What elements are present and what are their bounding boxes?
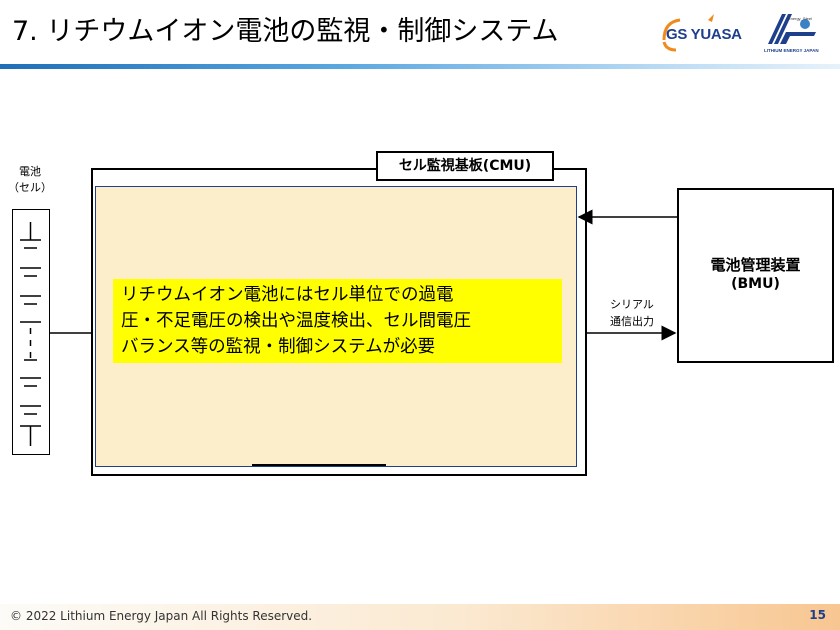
serial-output-label: シリアル 通信出力 [593, 296, 671, 330]
cmu-label: セル監視基板(CMU) [376, 151, 554, 181]
bmu-box: 電池管理装置 (BMU) [677, 188, 834, 363]
serial-label-line2: 通信出力 [610, 315, 654, 328]
battery-label-line1: 電池 [19, 165, 41, 178]
callout-box: リチウムイオン電池にはセル単位での過電 圧・不足電圧の検出や温度検出、セル間電圧… [113, 279, 562, 363]
page-number: 15 [809, 608, 826, 622]
lej-logo: Energy_Steel LITHIUM ENERGY JAPAN [764, 12, 824, 56]
title-divider [0, 64, 840, 69]
copyright-text: © 2022 Lithium Energy Japan All Rights R… [10, 609, 313, 623]
slide-title: 7. リチウムイオン電池の監視・制御システム [12, 16, 559, 47]
serial-label-line1: シリアル [610, 298, 654, 311]
bmu-subtitle: (BMU) [731, 276, 780, 292]
lej-logo-wordmark: LITHIUM ENERGY JAPAN [764, 48, 819, 53]
callout-text: リチウムイオン電池にはセル単位での過電 圧・不足電圧の検出や温度検出、セル間電圧… [121, 285, 471, 357]
cmu-connector-bar [252, 464, 386, 466]
battery-cells-icon [20, 222, 41, 446]
bmu-title: 電池管理装置 [710, 256, 801, 274]
lej-logo-icon [768, 14, 816, 44]
battery-cell-stack [12, 209, 50, 455]
gs-yuasa-wordmark: GS YUASA [666, 26, 742, 43]
battery-label-line2: （セル） [8, 181, 52, 194]
footer-bar: © 2022 Lithium Energy Japan All Rights R… [0, 604, 840, 630]
gs-yuasa-logo-icon [662, 14, 714, 52]
gs-yuasa-logo: GS YUASA [658, 14, 758, 56]
battery-label: 電池 （セル） [0, 164, 60, 196]
lej-logo-tagline: Energy_Steel [788, 16, 813, 21]
